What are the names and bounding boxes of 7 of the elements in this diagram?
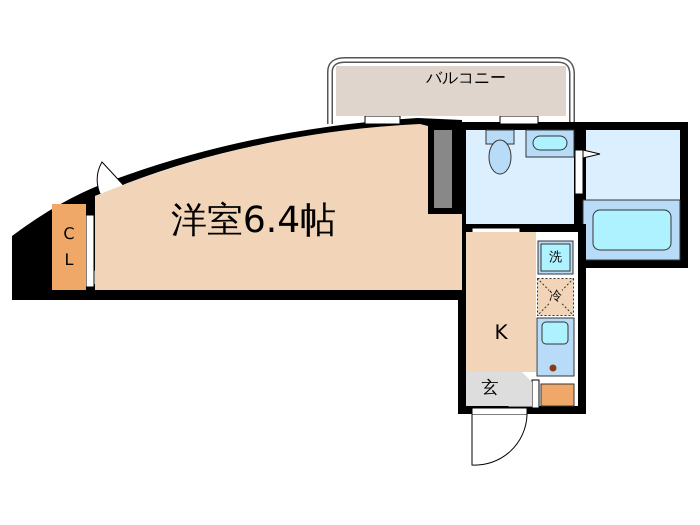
closet: C L — [52, 204, 86, 290]
room: 洋室6.4帖 — [95, 122, 462, 290]
refrigerator-space: 冷 — [537, 278, 574, 316]
washer-space: 洗 — [537, 240, 574, 275]
balcony: バルコニー — [336, 66, 566, 116]
kitchen: K — [466, 232, 536, 372]
entrance: 玄 — [466, 372, 534, 406]
